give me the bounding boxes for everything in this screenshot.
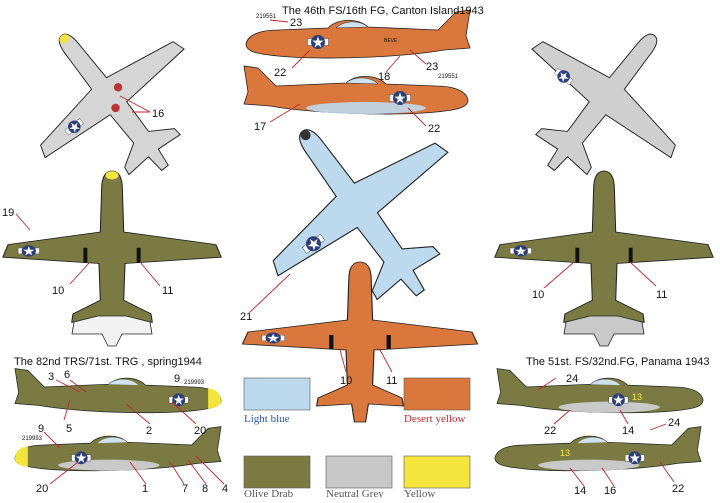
callout-number: 9 (174, 373, 180, 385)
callout-number: 16 (152, 108, 164, 120)
callout-number: 24 (566, 373, 578, 385)
nose-marking: BEVE (384, 38, 398, 44)
swatch-label: Neutral Grey (326, 488, 384, 498)
serial-marking: 219551 (438, 74, 459, 80)
swatch-neutral-grey: Neutral Grey (325, 455, 393, 500)
aircraft-right-top-olive (494, 170, 714, 340)
aircraft-panama-side-2 (494, 426, 702, 472)
callout-number: 10 (52, 285, 64, 297)
callout-number: 18 (378, 71, 390, 83)
callout-number: 17 (254, 121, 266, 133)
aircraft-panama-side-1 (496, 368, 704, 414)
aircraft-canton-side-1 (245, 9, 471, 59)
swatch-label: Yellow (404, 488, 435, 498)
title-trs: The 82nd TRS/71st. TRG , spring1944 (14, 356, 202, 368)
swatch-label: Light blue (244, 413, 290, 425)
serial-marking: 219993 (22, 436, 43, 442)
aircraft-center-underside (217, 68, 506, 356)
title-canton: The 46th FS/16th FG, Canton Island1943 (282, 5, 484, 17)
callout-number: 22 (274, 67, 286, 79)
callout-number: 11 (386, 375, 397, 387)
callout-number: 7 (182, 483, 188, 495)
swatch-olive-drab: Olive Drab (243, 455, 311, 500)
callout-number: 14 (574, 485, 586, 497)
callout-numbers: 16 19 10 11 23 22 18 23 17 22 21 10 11 1… (2, 17, 684, 497)
aircraft-left-top-olive (2, 170, 222, 340)
serial-marking: 219551 (256, 14, 277, 20)
swatch-desert-yellow: Desert yellow (403, 377, 471, 425)
callout-number: 8 (202, 483, 208, 495)
callout-number: 24 (668, 417, 680, 429)
aircraft-trs-side-1 (14, 368, 222, 414)
serial-marking: 219993 (184, 380, 205, 386)
swatch-label: Desert yellow (404, 413, 465, 425)
aircraft-left-underside (0, 0, 236, 223)
callout-number: 20 (36, 483, 48, 495)
callout-number: 1 (142, 483, 148, 495)
swatch-light-blue: Light blue (243, 377, 311, 425)
aircraft-canton-side-2 (243, 65, 469, 115)
callout-number: 22 (428, 123, 440, 135)
tail-left-white (71, 315, 153, 347)
callout-number: 10 (340, 375, 352, 387)
title-panama: The 51st. FS/32nd.FG, Panama 1943 (526, 356, 709, 368)
callout-number: 21 (240, 311, 252, 323)
callout-number: 6 (64, 369, 70, 381)
callout-number: 4 (222, 483, 228, 495)
aircraft-trs-side-2 (14, 426, 222, 472)
aircraft-number: 13 (560, 448, 570, 458)
callout-number: 11 (162, 285, 173, 297)
callout-number: 14 (622, 425, 634, 437)
aircraft-center-top-orange (241, 261, 479, 423)
callout-number: 22 (672, 483, 684, 495)
callout-number: 19 (2, 207, 14, 219)
aircraft-number: 13 (632, 392, 642, 402)
callout-number: 2 (146, 425, 152, 437)
callout-number: 16 (604, 485, 616, 497)
callout-number: 3 (48, 371, 54, 383)
callout-number: 20 (194, 425, 206, 437)
callout-number: 10 (532, 289, 544, 301)
callout-number: 23 (426, 61, 438, 73)
callout-number: 9 (38, 423, 44, 435)
callout-number: 5 (66, 423, 72, 435)
tail-right-grey (563, 315, 645, 347)
callout-number: 11 (656, 289, 667, 301)
callout-lines (15, 19, 675, 487)
callout-number: 23 (290, 17, 302, 29)
swatch-label: Olive Drab (244, 488, 294, 498)
swatch-yellow: Yellow (403, 455, 471, 500)
callout-number: 22 (544, 425, 556, 437)
